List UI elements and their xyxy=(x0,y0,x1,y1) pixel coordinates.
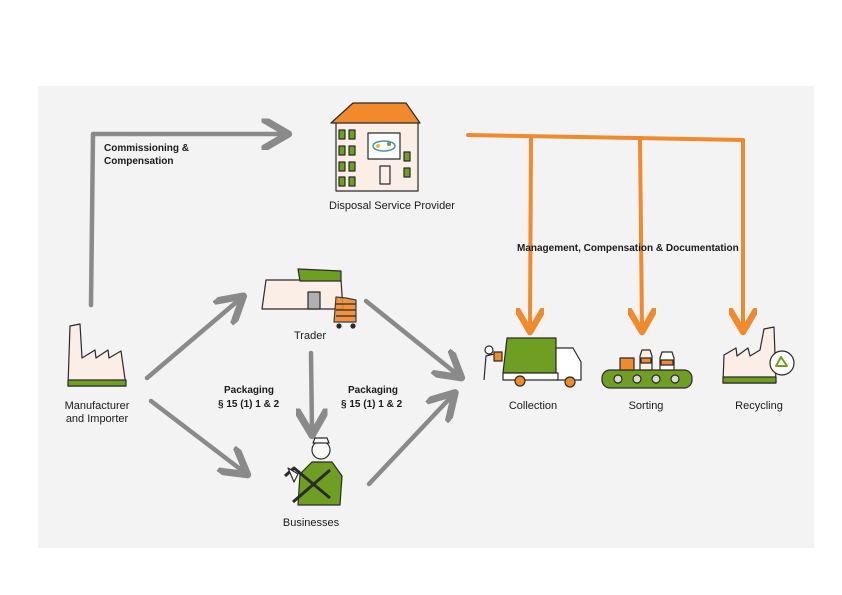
building-icon xyxy=(330,102,421,192)
commissioning-label-line2: Compensation xyxy=(104,156,174,167)
arrow-provider-to-collection xyxy=(530,135,531,328)
shop-cart-icon xyxy=(261,268,357,329)
diagram-panel xyxy=(38,86,814,548)
arrow-trader-to-businesses xyxy=(311,350,312,431)
manufacturer-label-line2: and Importer xyxy=(65,413,129,425)
arrow-provider-to-sorting xyxy=(640,136,642,328)
businesses-label: Businesses xyxy=(282,517,340,529)
arrow-manufacturer-to-businesses xyxy=(148,398,244,472)
manufacturer-label-line1: Manufacturer xyxy=(64,400,130,412)
disposal-provider-label: Disposal Service Provider xyxy=(329,200,455,212)
arrow-trader-to-collection xyxy=(363,298,458,375)
trader-label: Trader xyxy=(294,330,326,342)
conveyor-belt-icon xyxy=(601,349,693,389)
arrow-businesses-to-collection xyxy=(366,396,452,487)
collection-label: Collection xyxy=(508,400,558,412)
management-label: Management, Compensation & Documentation xyxy=(517,243,739,254)
sorting-label: Sorting xyxy=(628,400,664,412)
worker-tools-icon xyxy=(284,437,343,506)
commissioning-label-line1: Commissioning & xyxy=(104,143,190,154)
packaging-left-label-line2: § 15 (1) 1 & 2 xyxy=(218,399,280,410)
factory-icon xyxy=(67,323,127,387)
packaging-right-label-line1: Packaging xyxy=(348,385,399,396)
garbage-truck-icon xyxy=(483,337,582,388)
arrow-manufacturer-to-provider xyxy=(88,134,284,308)
packaging-right-label-line2: § 15 (1) 1 & 2 xyxy=(341,399,403,410)
arrow-manufacturer-to-trader xyxy=(144,299,240,381)
orange-trunk-line xyxy=(466,133,745,142)
packaging-left-label-line1: Packaging xyxy=(224,385,275,396)
recycling-label: Recycling xyxy=(735,400,783,412)
recycling-plant-icon xyxy=(722,326,795,384)
